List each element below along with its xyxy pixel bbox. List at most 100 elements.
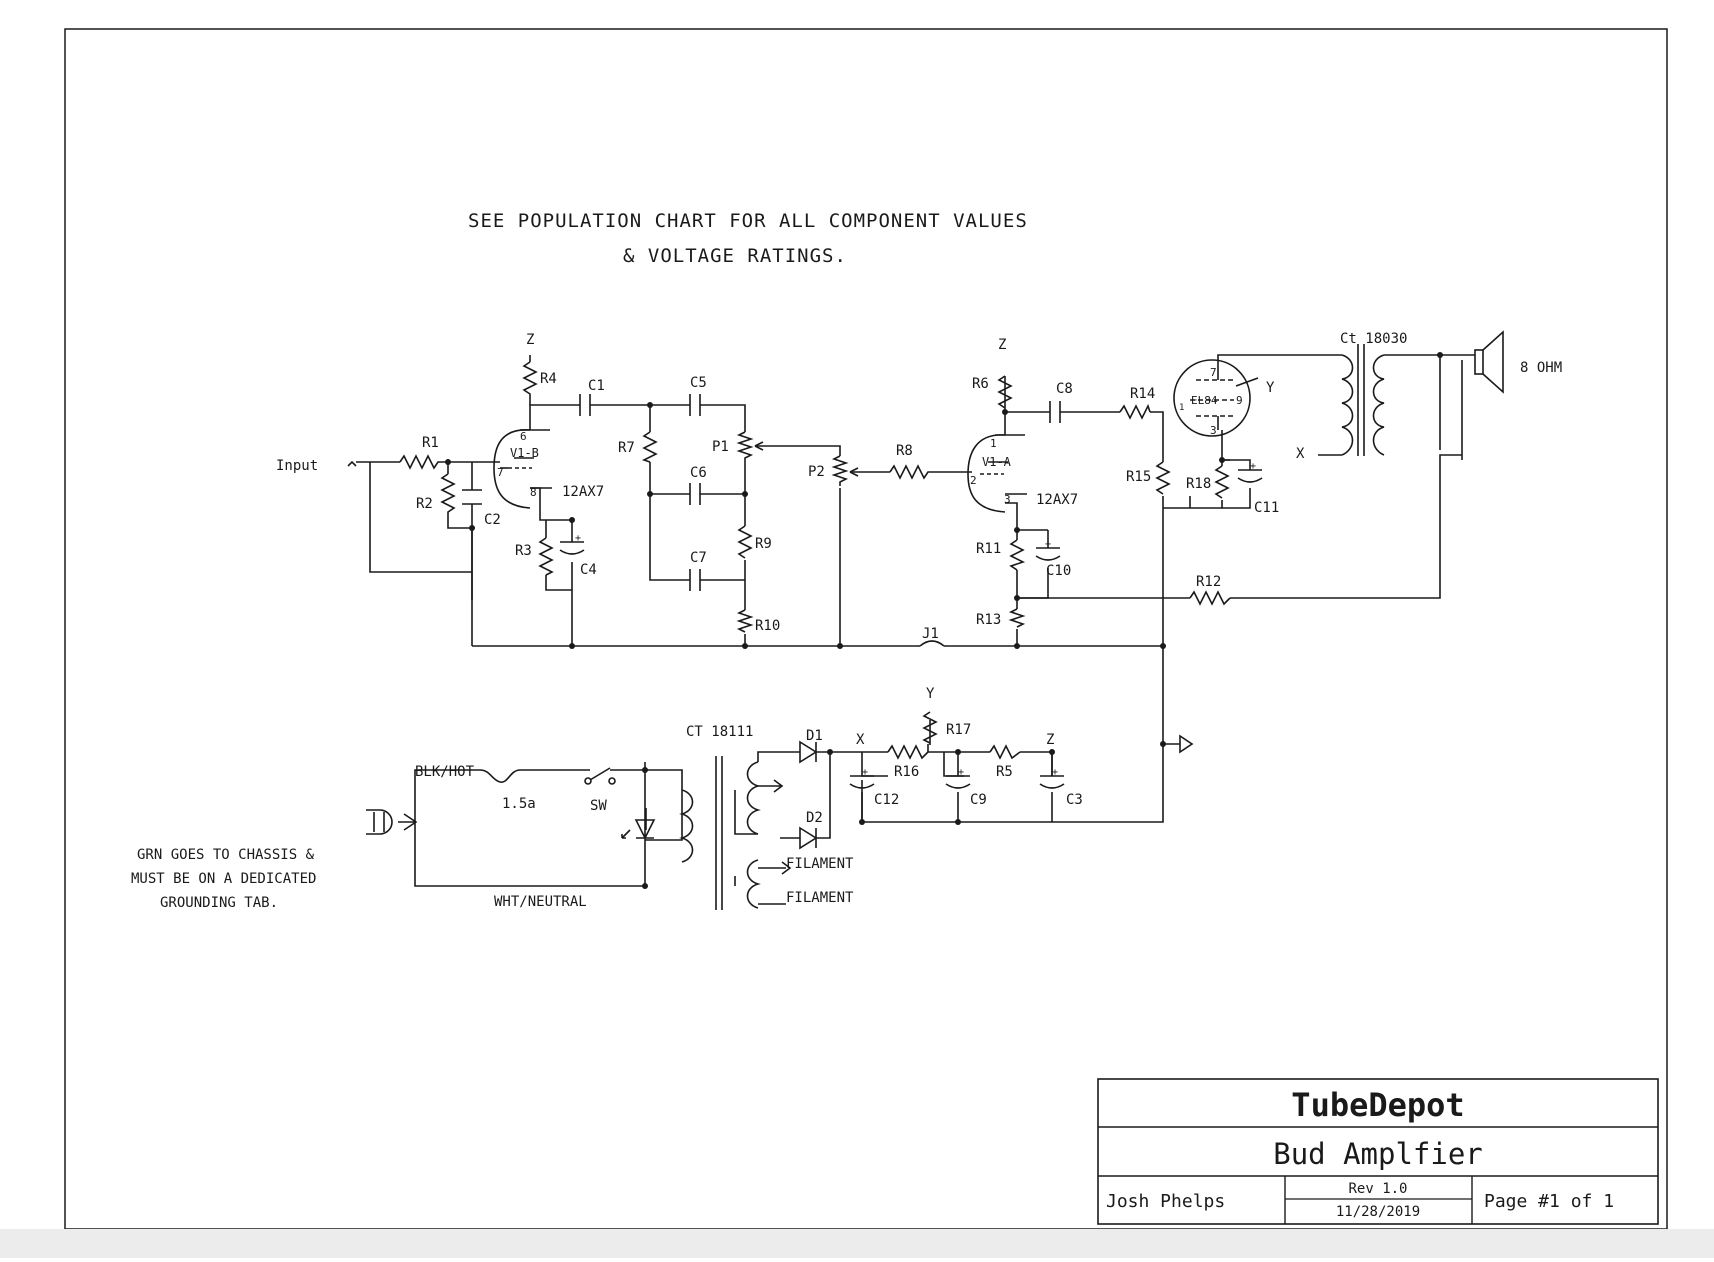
output-transformer: [1341, 344, 1385, 456]
c10-label: C10: [1046, 563, 1071, 579]
r1-label: R1: [422, 435, 439, 451]
fuse-label: 1.5a: [502, 796, 536, 812]
speaker-symbol: [1474, 330, 1504, 394]
r13-symbol: [1008, 608, 1026, 628]
el-pin1-label: 1: [1179, 403, 1184, 413]
tube2-type-label: 12AX7: [1036, 492, 1078, 508]
node-y2-label: Y: [926, 686, 935, 702]
r2-label: R2: [416, 496, 433, 512]
c6-label: C6: [690, 465, 707, 481]
pin6-label: 6: [520, 430, 527, 443]
node-z1-label: Z: [526, 332, 534, 348]
r17-label: R17: [946, 722, 971, 738]
population-note-line1: SEE POPULATION CHART FOR ALL COMPONENT V…: [468, 210, 1028, 232]
r12-label: R12: [1196, 574, 1221, 590]
c8-symbol: [1049, 401, 1074, 423]
pilot-lamp: [621, 819, 656, 840]
r9-symbol: [737, 525, 753, 559]
d2-label: D2: [806, 810, 823, 826]
c11-label: C11: [1254, 500, 1279, 516]
r3-symbol: [538, 537, 554, 576]
r13-label: R13: [976, 612, 1001, 628]
r1-symbol: [399, 454, 448, 470]
pin8-label: 8: [530, 486, 537, 499]
tube-v1a: [967, 434, 1027, 513]
tube-v1b: [493, 429, 552, 509]
c8-label: C8: [1056, 381, 1073, 397]
ground-note-line3: GROUNDING TAB.: [160, 895, 278, 911]
sw-label: SW: [590, 798, 607, 814]
p2-symbol: [831, 455, 849, 486]
r11-symbol: [1009, 539, 1026, 571]
el-pin9-label: 9: [1236, 394, 1243, 407]
window-bottom-bar: [0, 1229, 1714, 1258]
wht-neutral-label: WHT/NEUTRAL: [494, 894, 587, 910]
wires: [347, 354, 1475, 887]
c2-symbol: [462, 489, 482, 505]
r18-label: R18: [1186, 476, 1211, 492]
r15-label: R15: [1126, 469, 1151, 485]
c3-label: C3: [1066, 792, 1083, 808]
node-x2-label: X: [856, 732, 865, 748]
node-x1-label: X: [1296, 446, 1305, 462]
speaker-label: 8 OHM: [1520, 360, 1562, 376]
title-project: Bud Amplfier: [1273, 1137, 1483, 1171]
r5-symbol: [989, 744, 1021, 760]
r10-symbol: [736, 609, 754, 633]
r6-symbol: [997, 375, 1013, 409]
svg-text:+: +: [575, 533, 581, 544]
c7-symbol: [689, 569, 710, 591]
component-labels: Input R1 R2 C2 R3 C4 Z R4 C1 C5 R7 P1 C6…: [276, 331, 1562, 910]
r16-symbol: [887, 744, 929, 760]
title-page: Page #1 of 1: [1484, 1191, 1614, 1212]
pin1-label: 1: [990, 437, 997, 450]
title-company: TubeDepot: [1291, 1086, 1464, 1124]
polarity-marks: + + + + + +: [575, 461, 1256, 778]
c2-label: C2: [484, 512, 501, 528]
r14-symbol: [1119, 403, 1151, 420]
potentiometers: [736, 431, 859, 486]
r12-symbol: [1189, 590, 1231, 606]
filament2-label: FILAMENT: [786, 890, 854, 906]
r3-label: R3: [515, 543, 532, 559]
population-note-line2: & VOLTAGE RATINGS.: [623, 245, 847, 267]
r15-symbol: [1155, 461, 1171, 495]
c12-symbol: [849, 775, 875, 789]
power-transformer: [679, 751, 792, 910]
c5-symbol: [689, 394, 710, 416]
grounding-note: GRN GOES TO CHASSIS & MUST BE ON A DEDIC…: [131, 847, 316, 911]
c9-symbol: [945, 775, 971, 789]
r4-label: R4: [540, 371, 557, 387]
pin3-label: 3: [1004, 493, 1011, 506]
pin7-label: 7: [497, 466, 504, 479]
r11-label: R11: [976, 541, 1001, 557]
junction-dots: [445, 352, 1443, 889]
c1-symbol: [579, 394, 600, 416]
pin2-label: 2: [970, 474, 977, 487]
r6-label: R6: [972, 376, 989, 392]
tube1-section-label: V1-B: [510, 446, 539, 460]
svg-text:+: +: [958, 767, 964, 778]
r4-symbol: [522, 361, 538, 398]
svg-text:+: +: [862, 767, 868, 778]
tube2-section-label: V1-A: [982, 455, 1012, 469]
title-revision: Rev 1.0: [1348, 1181, 1407, 1197]
title-author: Josh Phelps: [1106, 1191, 1225, 1212]
sheet-border: [64, 28, 1668, 1230]
p1-label: P1: [712, 439, 729, 455]
svg-text:+: +: [1052, 767, 1058, 778]
input-label: Input: [276, 458, 318, 474]
tube1-type-label: 12AX7: [562, 484, 604, 500]
r7-symbol: [641, 431, 658, 463]
capacitor-symbols: [462, 394, 1263, 789]
r17-symbol: [922, 711, 938, 744]
title-block: TubeDepot Bud Amplfier Josh Phelps Rev 1…: [1097, 1078, 1659, 1225]
r10-label: R10: [755, 618, 780, 634]
c4-symbol: [559, 541, 585, 555]
title-date: 11/28/2019: [1336, 1204, 1420, 1220]
p1-symbol: [736, 431, 754, 462]
c1-label: C1: [588, 378, 605, 394]
r8-symbol: [889, 464, 930, 480]
d1-label: D1: [806, 728, 823, 744]
